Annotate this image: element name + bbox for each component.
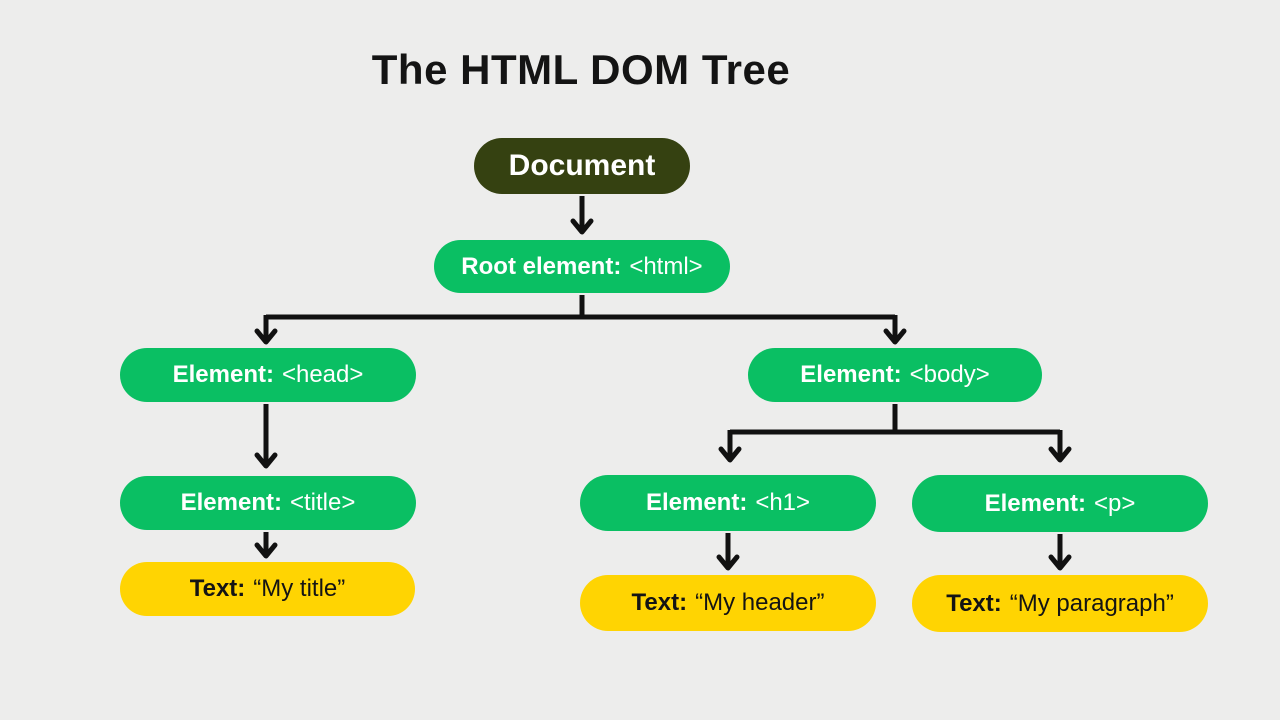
- node-text-my-paragraph: Text: “My paragraph”: [912, 575, 1208, 632]
- node-element-title: Element: <title>: [120, 476, 416, 530]
- node-label: Text:: [946, 589, 1002, 617]
- node-label: Element:: [800, 361, 902, 388]
- node-value: <h1>: [755, 489, 811, 516]
- node-label: Text:: [631, 589, 688, 616]
- node-label: Element:: [180, 489, 282, 516]
- node-text-my-title: Text: “My title”: [120, 562, 415, 616]
- page-title: The HTML DOM Tree: [371, 46, 791, 93]
- node-label: Element:: [645, 489, 748, 516]
- node-element-head: Element: <head>: [120, 348, 416, 402]
- node-value: <p>: [1093, 489, 1136, 517]
- node-element-body: Element: <body>: [748, 348, 1042, 402]
- node-value: “My header”: [695, 589, 825, 616]
- node-element-p: Element: <p>: [912, 475, 1208, 532]
- node-document-label: Document: [508, 149, 656, 182]
- node-label: Root element:: [461, 252, 622, 280]
- node-text-my-header: Text: “My header”: [580, 575, 876, 631]
- node-value: <head>: [281, 361, 364, 388]
- node-label: Text:: [189, 575, 246, 602]
- node-value: <body>: [909, 361, 990, 388]
- node-root-element-html: Root element: <html>: [434, 240, 730, 293]
- node-label: Element:: [984, 489, 1086, 517]
- node-value: <title>: [289, 489, 356, 516]
- node-value: “My title”: [253, 575, 346, 602]
- node-document: Document: [474, 138, 690, 194]
- node-value: “My paragraph”: [1009, 589, 1174, 617]
- node-value: <html>: [629, 252, 703, 280]
- node-element-h1: Element: <h1>: [580, 475, 876, 531]
- node-label: Element:: [172, 361, 274, 388]
